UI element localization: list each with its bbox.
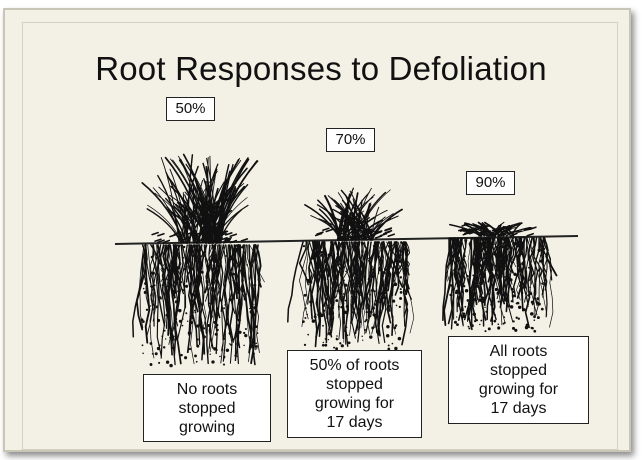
plant-70-percent: [287, 187, 415, 351]
response-label-all-roots: All roots stopped growing for 17 days: [448, 336, 589, 424]
label-line: stopped: [490, 362, 547, 379]
label-line: growing for: [314, 395, 395, 412]
slide-title: Root Responses to Defoliation: [95, 50, 547, 87]
label-line: 17 days: [326, 414, 383, 431]
response-label-no-roots: No roots stopped growing: [143, 374, 271, 442]
label-line: No roots: [176, 380, 238, 398]
label-line: stopped: [178, 399, 236, 417]
plant-50-percent: [132, 153, 265, 368]
response-label-half-roots: 50% of roots stopped growing for 17 days: [287, 350, 422, 438]
label-line: growing: [178, 418, 236, 436]
label-line: growing for: [478, 381, 559, 398]
defoliation-70-label: 70%: [326, 128, 375, 152]
label-line: 50% of roots: [309, 357, 400, 374]
plant-90-percent: [442, 221, 558, 333]
defoliation-90-label: 90%: [466, 171, 515, 195]
label-line: stopped: [326, 376, 383, 393]
label-line: All roots: [489, 343, 548, 360]
label-line: 17 days: [490, 400, 547, 417]
defoliation-50-label: 50%: [166, 97, 215, 121]
